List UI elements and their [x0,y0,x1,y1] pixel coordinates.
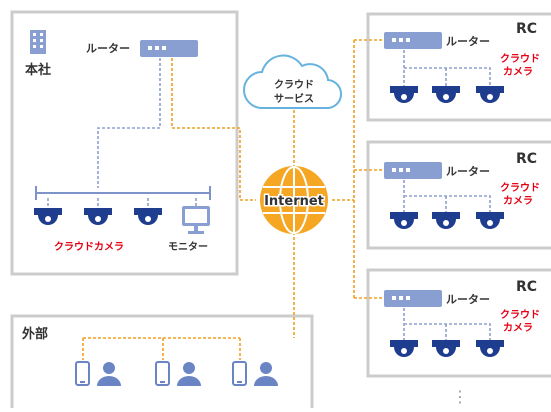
branch-1: ルーター RC クラウド カメラ [384,21,540,103]
link-hq-router [171,58,256,201]
hq-camera-1 [34,208,62,225]
branch-3-camera-1 [390,340,418,357]
hq-camera-3 [134,208,162,225]
branch-1-router-icon [384,32,442,49]
branch-box-2 [366,140,551,250]
branch-1-camera-1 [390,86,418,103]
building-icon [30,30,46,54]
branch-box-1 [366,12,551,122]
hq-router-label: ルーター [86,42,130,55]
branch-3-router-label: ルーター [446,293,490,306]
smartphone-icon [232,361,247,386]
hq-title: 本社 [25,62,51,78]
branch-2-router-label: ルーター [446,165,490,178]
external-box [10,314,314,412]
external-user-2 [155,361,201,386]
hq-router-icon [140,40,198,57]
branch-3-camera-3 [476,340,504,357]
branch-2-router-icon [384,162,442,179]
branch-1-title: RC [516,21,537,37]
hq-camera-2 [84,208,112,225]
branch-1-camera-label-line1: クラウド [500,53,540,65]
branch-3-title: RC [516,279,537,295]
hq-box [10,10,239,276]
cloud-icon [243,54,343,110]
monitor-icon [182,206,210,234]
branch-2-title: RC [516,151,537,167]
cloud-label-line1: クラウド [274,79,314,91]
internet-label: Internet [264,194,324,209]
branch-2-camera-1 [390,212,418,229]
branch-2: ルーター RC クラウド カメラ [384,151,540,229]
branch-3-camera-label-line1: クラウド [500,309,540,321]
cloud-label-line2: サービス [274,92,314,105]
internet-links [82,39,384,360]
hq-switch-bar [35,186,211,200]
smartphone-icon [75,361,90,386]
hq-monitor-label: モニター [168,241,208,253]
branch-1-router-label: ルーター [446,35,490,48]
person-icon [177,362,201,386]
external-user-3 [232,361,278,386]
branch-3-router-icon [384,290,442,307]
branch-2-camera-label-line1: クラウド [500,182,540,194]
person-icon [97,362,121,386]
branch-1-camera-3 [476,86,504,103]
globe-icon [260,166,328,234]
branch-3-camera-2 [432,340,460,357]
external-user-1 [75,361,121,386]
branch-1-camera-label-line2: カメラ [503,66,533,78]
branch-3: ルーター RC クラウド カメラ [384,279,540,357]
branch-more-ellipsis: ⋮ [452,387,468,406]
hq-lan [47,58,197,206]
branch-2-camera-3 [476,212,504,229]
branch-2-camera-label-line2: カメラ [503,195,533,207]
branch-3-camera-label-line2: カメラ [503,322,533,334]
branch-2-camera-2 [432,212,460,229]
hq-camera-label: クラウドカメラ [54,241,124,253]
branch-1-camera-2 [432,86,460,103]
person-icon [254,362,278,386]
smartphone-icon [155,361,170,386]
branch-box-3 [366,268,551,378]
external-title: 外部 [21,326,48,342]
